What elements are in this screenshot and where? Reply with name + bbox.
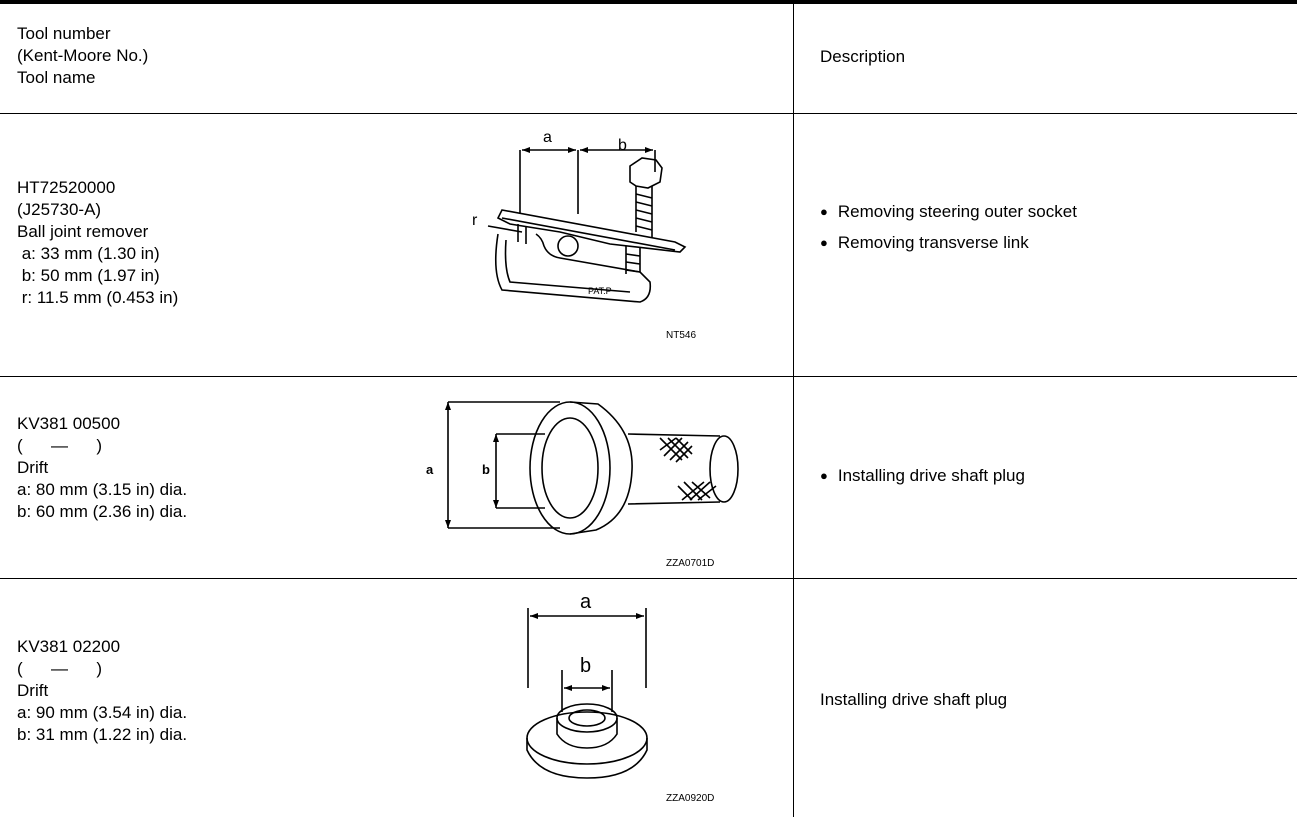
header-kent-moore: (Kent-Moore No.) xyxy=(17,46,149,65)
description-item: Removing steering outer socket xyxy=(820,201,1077,224)
spec-b: b: 50 mm (1.97 in) xyxy=(17,266,160,285)
description-list-drift-kv38100500: Installing drive shaft plug xyxy=(820,465,1025,496)
drift-kv38100500-illustration: a b xyxy=(426,401,739,535)
dimension-label-r: r xyxy=(472,212,478,229)
ball-joint-remover-illustration: a b r PAT.P xyxy=(472,129,687,303)
dimension-label-b: b xyxy=(482,462,490,477)
table-top-rule xyxy=(0,0,1297,4)
figure-code: ZZA0920D xyxy=(666,793,715,804)
spec-a: a: 33 mm (1.30 in) xyxy=(17,244,160,263)
row-divider xyxy=(0,578,1297,579)
figure-code: NT546 xyxy=(666,330,697,341)
description-item: Removing transverse link xyxy=(820,232,1077,255)
tool-name: Drift xyxy=(17,458,49,477)
header-tool-number: Tool number xyxy=(17,24,111,43)
header-divider xyxy=(0,113,1297,114)
kent-moore-number: ( — ) xyxy=(17,436,102,455)
dimension-label-b: b xyxy=(580,655,591,677)
dimension-label-a: a xyxy=(426,462,434,477)
row-divider xyxy=(0,376,1297,377)
spec-b: b: 31 mm (1.22 in) dia. xyxy=(17,725,188,744)
spec-a: a: 90 mm (3.54 in) dia. xyxy=(17,703,188,722)
dimension-label-a: a xyxy=(543,129,552,146)
tool-info-drift-kv38100500: KV381 00500 ( — ) Drift a: 80 mm (3.15 in) … xyxy=(17,413,187,523)
tool-name: Drift xyxy=(17,681,49,700)
description-item: Installing drive shaft plug xyxy=(820,465,1025,488)
description-text: Installing drive shaft plug xyxy=(837,466,1025,485)
figure-code: ZZA0701D xyxy=(666,558,715,569)
description-list-ball-joint-remover: Removing steering outer socket Removing … xyxy=(820,201,1077,263)
tool-number: KV381 02200 xyxy=(17,637,121,656)
tool-number: KV381 00500 xyxy=(17,414,121,433)
header-description: Description xyxy=(820,47,906,66)
header-tool-column: Tool number (Kent-Moore No.) Tool name xyxy=(17,23,148,89)
header-tool-name: Tool name xyxy=(17,68,96,87)
tool-name: Ball joint remover xyxy=(17,222,149,241)
patent-mark: PAT.P xyxy=(588,286,612,296)
spec-b: b: 60 mm (2.36 in) dia. xyxy=(17,502,188,521)
description-text: Installing drive shaft plug xyxy=(820,690,1008,709)
tool-info-drift-kv38102200: KV381 02200 ( — ) Drift a: 90 mm (3.54 in) … xyxy=(17,636,187,746)
kent-moore-number: (J25730-A) xyxy=(17,200,102,219)
kent-moore-number: ( — ) xyxy=(17,659,102,678)
dimension-label-b: b xyxy=(618,137,627,154)
tool-info-ball-joint-remover: HT72520000 (J25730-A) Ball joint remover a… xyxy=(17,177,178,309)
tool-number: HT72520000 xyxy=(17,178,116,197)
column-divider xyxy=(793,4,794,817)
spec-a: a: 80 mm (3.15 in) dia. xyxy=(17,480,188,499)
spec-r: r: 11.5 mm (0.453 in) xyxy=(17,288,179,307)
dimension-label-a: a xyxy=(580,591,592,613)
drift-kv38102200-illustration: a b xyxy=(526,591,648,779)
